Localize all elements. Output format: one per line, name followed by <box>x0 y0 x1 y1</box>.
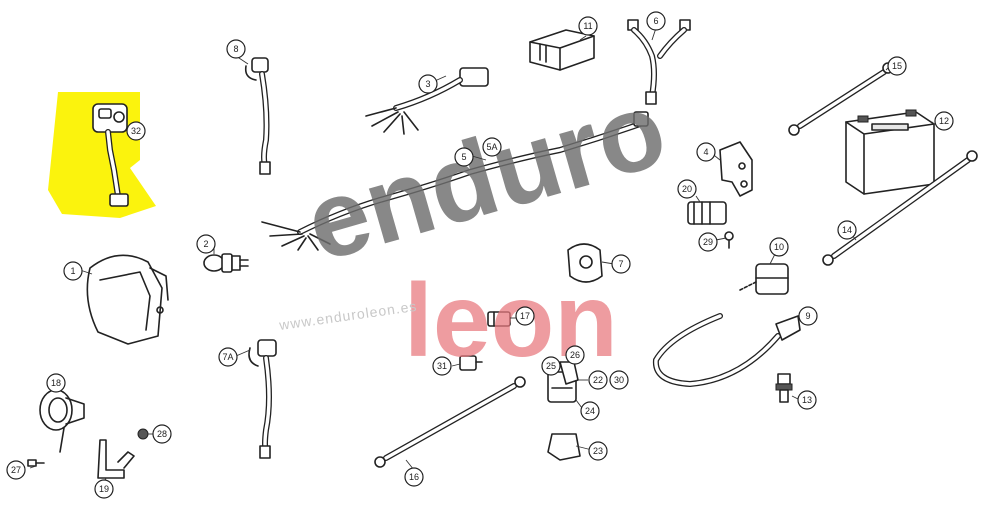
callout-22[interactable]: 22 <box>588 370 608 390</box>
callout-31[interactable]: 31 <box>432 356 452 376</box>
callout-17[interactable]: 17 <box>515 306 535 326</box>
svg-text:10: 10 <box>774 242 784 252</box>
part-7-relay[interactable] <box>567 243 603 283</box>
svg-text:5A: 5A <box>486 142 497 152</box>
leader-lines <box>29 27 935 483</box>
callout-5a[interactable]: 5A <box>482 137 502 157</box>
callout-16[interactable]: 16 <box>404 467 424 487</box>
part-14-ground-cable[interactable] <box>822 150 978 266</box>
part-32-handlebar-switch[interactable] <box>92 103 129 207</box>
callout-1[interactable]: 1 <box>63 261 83 281</box>
svg-text:23: 23 <box>593 446 603 456</box>
callout-7[interactable]: 7 <box>611 254 631 274</box>
callout-10[interactable]: 10 <box>769 237 789 257</box>
part-13-spark-plug[interactable] <box>775 373 793 403</box>
callout-5[interactable]: 5 <box>454 147 474 167</box>
svg-text:29: 29 <box>703 237 713 247</box>
watermark-enduro: enduro <box>293 67 678 284</box>
svg-text:25: 25 <box>546 361 556 371</box>
callout-28[interactable]: 28 <box>152 424 172 444</box>
part-12-battery[interactable] <box>845 109 935 195</box>
part-23-relay-boot[interactable] <box>547 433 581 461</box>
part-19-horn-bracket[interactable] <box>97 439 135 479</box>
callout-26[interactable]: 26 <box>565 345 585 365</box>
svg-text:26: 26 <box>570 350 580 360</box>
callout-13[interactable]: 13 <box>797 390 817 410</box>
callout-12[interactable]: 12 <box>934 111 954 131</box>
callout-7a[interactable]: 7A <box>218 347 238 367</box>
callout-9[interactable]: 9 <box>798 306 818 326</box>
enduroleon-watermark: enduro leon www.enduroleon.es <box>277 67 678 379</box>
svg-text:9: 9 <box>805 311 810 321</box>
svg-text:30: 30 <box>614 375 624 385</box>
svg-text:16: 16 <box>409 472 419 482</box>
svg-text:5: 5 <box>461 152 466 162</box>
svg-text:7A: 7A <box>222 352 233 362</box>
callout-18[interactable]: 18 <box>46 373 66 393</box>
svg-text:17: 17 <box>520 311 530 321</box>
part-17-fuse-holder[interactable] <box>487 311 511 327</box>
part-8-brake-switch[interactable] <box>244 57 271 175</box>
part-28-nut[interactable] <box>137 428 149 440</box>
svg-text:24: 24 <box>585 406 595 416</box>
callout-15[interactable]: 15 <box>887 56 907 76</box>
svg-text:1: 1 <box>70 266 75 276</box>
part-2-headlight-bulb[interactable] <box>203 253 249 273</box>
callout-2[interactable]: 2 <box>196 234 216 254</box>
svg-text:7: 7 <box>618 259 623 269</box>
part-1-headlight-mask[interactable] <box>86 254 169 345</box>
svg-text:32: 32 <box>131 126 141 136</box>
part-16-battery-cable[interactable] <box>374 376 526 468</box>
part-32-highlight <box>48 92 156 218</box>
part-20-voltage-regulator[interactable] <box>687 201 727 225</box>
callout-14[interactable]: 14 <box>837 220 857 240</box>
callout-25[interactable]: 25 <box>541 356 561 376</box>
callout-23[interactable]: 23 <box>588 441 608 461</box>
part-6-sub-harness[interactable] <box>627 19 691 105</box>
svg-text:3: 3 <box>425 79 430 89</box>
part-11-cdi-module[interactable] <box>529 29 595 71</box>
callout-24[interactable]: 24 <box>580 401 600 421</box>
part-3-connector-harness[interactable] <box>365 67 489 135</box>
svg-text:20: 20 <box>682 184 692 194</box>
callout-27[interactable]: 27 <box>6 460 26 480</box>
callout-8[interactable]: 8 <box>226 39 246 59</box>
callout-11[interactable]: 11 <box>578 16 598 36</box>
part-29-bolt[interactable] <box>724 231 734 249</box>
part-10-ignition-coil[interactable] <box>739 263 789 295</box>
svg-text:22: 22 <box>593 375 603 385</box>
svg-text:27: 27 <box>11 465 21 475</box>
svg-text:2: 2 <box>203 239 208 249</box>
svg-text:14: 14 <box>842 225 852 235</box>
svg-text:6: 6 <box>653 16 658 26</box>
svg-text:31: 31 <box>437 361 447 371</box>
part-7a-clutch-switch[interactable] <box>248 339 277 459</box>
part-27-screw[interactable] <box>27 459 45 467</box>
callout-32[interactable]: 32 <box>126 121 146 141</box>
callout-4[interactable]: 4 <box>696 142 716 162</box>
callout-3[interactable]: 3 <box>418 74 438 94</box>
part-5-main-wiring-harness[interactable] <box>261 111 649 251</box>
callout-19[interactable]: 19 <box>94 479 114 499</box>
callout-20[interactable]: 20 <box>677 179 697 199</box>
svg-text:28: 28 <box>157 429 167 439</box>
part-18-horn[interactable] <box>39 389 85 453</box>
part-31-connector[interactable] <box>459 355 483 371</box>
part-9-spark-plug-lead[interactable] <box>652 313 801 388</box>
callout-6[interactable]: 6 <box>646 11 666 31</box>
svg-text:18: 18 <box>51 378 61 388</box>
callout-29[interactable]: 29 <box>698 232 718 252</box>
svg-text:13: 13 <box>802 395 812 405</box>
svg-text:8: 8 <box>233 44 238 54</box>
watermark-faint-url: www.enduroleon.es <box>277 298 418 333</box>
svg-text:19: 19 <box>99 484 109 494</box>
svg-text:15: 15 <box>892 61 902 71</box>
part-4-regulator-bracket[interactable] <box>719 141 753 197</box>
svg-text:12: 12 <box>939 116 949 126</box>
svg-text:4: 4 <box>703 147 708 157</box>
callout-30[interactable]: 30 <box>609 370 629 390</box>
svg-text:11: 11 <box>583 21 592 31</box>
